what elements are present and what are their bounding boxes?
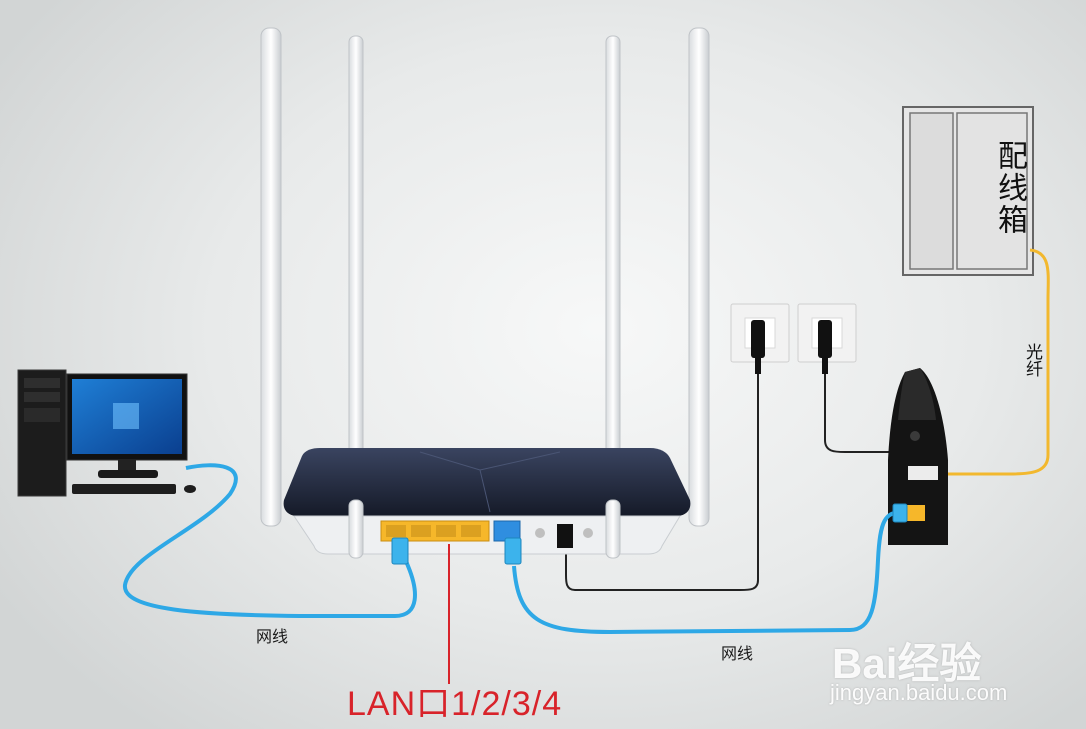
lan-port-annotation: LAN口1/2/3/4 [347,685,563,723]
fiber-cable [940,248,1050,476]
distribution-box [902,106,1034,276]
distribution-box-label: 配线箱 [992,140,1027,236]
windows-logo-icon [113,403,139,429]
fiber-label: 光纤 [1022,343,1042,377]
ethernet-cable-modem [512,510,904,635]
cable-label-left: 网线 [256,627,289,646]
watermark-logo: Bai经验 [832,640,982,687]
desktop-computer [17,369,196,497]
router-power-cord [565,374,759,591]
ont-power-cord [824,374,895,453]
ethernet-cable-pc [123,463,417,618]
watermark-url: jingyan.baidu.com [830,680,1008,705]
router [283,448,691,555]
optical-modem [888,368,948,545]
cable-label-right: 网线 [721,644,754,663]
power-adapter-2 [797,303,857,374]
power-adapter-1 [730,303,790,374]
